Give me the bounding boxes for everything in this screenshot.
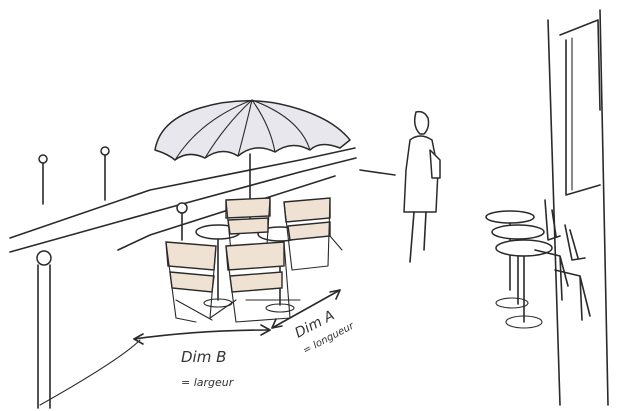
chair-front-left xyxy=(166,242,236,322)
dim-b-sub-label: = largeur xyxy=(181,376,235,389)
building-facade xyxy=(548,10,608,405)
bollard-far-left xyxy=(39,155,47,204)
parasol-canopy xyxy=(155,101,350,160)
chair-front-right xyxy=(226,242,300,322)
bollards xyxy=(37,147,187,408)
bollard-near-table xyxy=(177,203,187,240)
bollard-mid xyxy=(101,147,109,200)
chair-back-right xyxy=(284,198,342,270)
right-table-mid xyxy=(492,225,544,308)
pedestrian-figure xyxy=(404,112,440,262)
dimension-b-arrow xyxy=(134,325,270,344)
dim-b-label: Dim B xyxy=(181,348,226,366)
right-terrace-set xyxy=(486,200,590,328)
right-table-front xyxy=(496,240,552,328)
right-chairs xyxy=(535,200,590,320)
bollard-foreground xyxy=(37,251,51,408)
